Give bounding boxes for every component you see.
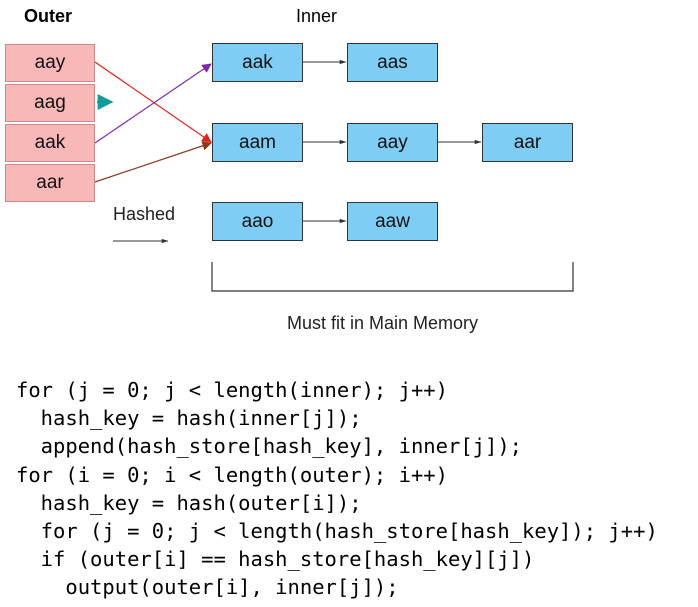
- bucket-node: aay: [347, 123, 438, 162]
- code-line: hash_key = hash(outer[i]);: [16, 490, 362, 515]
- pseudocode: for (j = 0; j < length(inner); j++) hash…: [16, 376, 658, 602]
- code-line: hash_key = hash(inner[j]);: [16, 406, 362, 431]
- code-line: append(hash_store[hash_key], inner[j]);: [16, 434, 523, 459]
- probe-arrow-aar: [94, 141, 212, 183]
- code-line: for (i = 0; i < length(outer); i++): [16, 462, 448, 487]
- probe-arrow-aak: [94, 63, 212, 144]
- outer-cell: aak: [5, 124, 95, 162]
- probe-arrow-aay: [94, 61, 212, 143]
- code-line: for (j = 0; j < length(hash_store[hash_k…: [16, 519, 658, 544]
- inner-heading: Inner: [296, 6, 338, 26]
- bucket-node: aam: [212, 123, 303, 162]
- code-line: for (j = 0; j < length(inner); j++): [16, 378, 448, 402]
- bucket-node: aaw: [347, 202, 438, 241]
- outer-cell: aay: [5, 44, 95, 82]
- bucket-node: aas: [347, 43, 438, 82]
- memory-label: Must fit in Main Memory: [287, 313, 479, 333]
- code-line: output(outer[i], inner[j]);: [16, 575, 399, 600]
- outer-cell: aag: [5, 84, 95, 122]
- outer-cell: aar: [5, 164, 95, 202]
- memory-bracket: [211, 262, 574, 292]
- bucket-node: aar: [482, 123, 573, 162]
- outer-heading: Outer: [24, 6, 73, 26]
- bucket-node: aak: [212, 43, 303, 82]
- bucket-node: aao: [212, 202, 303, 241]
- code-line: if (outer[i] == hash_store[hash_key][j]): [16, 547, 535, 572]
- hashed-label: Hashed: [113, 204, 176, 224]
